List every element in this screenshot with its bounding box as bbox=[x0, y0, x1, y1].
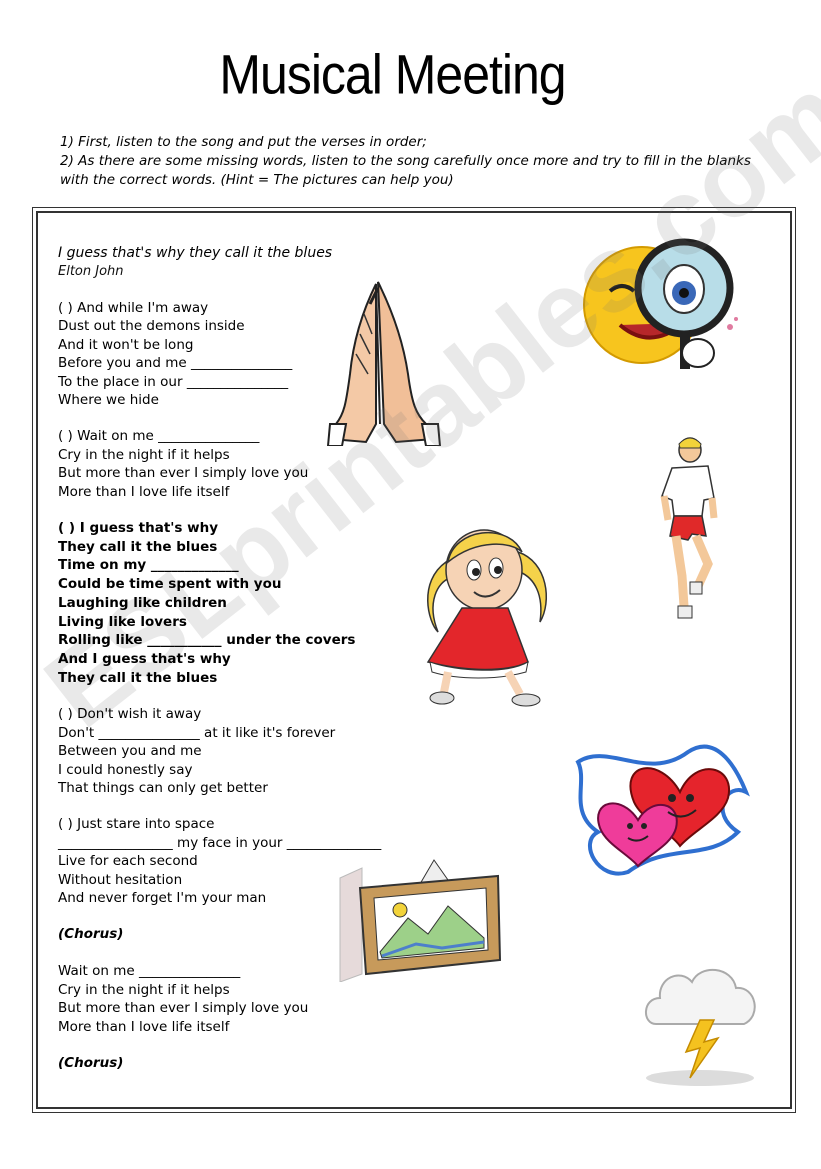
lyric-line: More than I love life itself bbox=[58, 483, 230, 500]
chorus-label: (Chorus) bbox=[58, 1055, 124, 1072]
lyric-line: But more than ever I simply love you bbox=[58, 465, 309, 482]
lyric-line: Cry in the night if it helps bbox=[58, 981, 230, 998]
lyric-line: Between you and me bbox=[58, 743, 202, 760]
worksheet-frame-outer bbox=[32, 207, 796, 1113]
lyric-line: ( ) Just stare into space bbox=[58, 816, 215, 833]
instructions: 1) First, listen to the song and put the… bbox=[60, 133, 780, 190]
lyric-line: They call it the blues bbox=[58, 669, 218, 686]
lyric-line: That things can only get better bbox=[58, 780, 268, 797]
winking-smiley-magnifier-icon bbox=[583, 238, 738, 369]
lyric-line: Don't _______________ at it like it's fo… bbox=[58, 724, 336, 741]
lyric-line: Live for each second bbox=[58, 853, 198, 870]
hearts-in-love-icon bbox=[575, 744, 750, 876]
lyric-line: More than I love life itself bbox=[58, 1018, 230, 1035]
lyric-line: Wait on me _______________ bbox=[58, 963, 241, 980]
girl-in-red-dress-icon bbox=[426, 529, 547, 707]
instruction-1: 1) First, listen to the song and put the… bbox=[60, 134, 427, 150]
lyric-line: ( ) Don't wish it away bbox=[58, 706, 202, 723]
lyric-line: Cry in the night if it helps bbox=[58, 446, 230, 463]
verse: ( ) Just stare into space_______________… bbox=[58, 815, 458, 907]
running-man-icon bbox=[660, 437, 718, 619]
song-title: I guess that's why they call it the blue… bbox=[58, 245, 333, 261]
song-artist: Elton John bbox=[58, 264, 124, 279]
praying-hands-icon bbox=[326, 281, 442, 446]
verse-repeat: Wait on me _______________Cry in the nig… bbox=[58, 962, 458, 1036]
lyric-line: Where we hide bbox=[58, 392, 159, 409]
lyric-line: They call it the blues bbox=[58, 538, 218, 555]
worksheet-frame-inner bbox=[36, 211, 792, 1109]
lyric-line: ( ) Wait on me _______________ bbox=[58, 428, 260, 445]
lyric-line: Dust out the demons inside bbox=[58, 318, 245, 335]
framed-picture-icon bbox=[339, 859, 502, 982]
lyric-line: To the place in our _______________ bbox=[58, 373, 289, 390]
lyric-line: Without hesitation bbox=[58, 871, 183, 888]
instruction-2: 2) As there are some missing words, list… bbox=[60, 153, 751, 188]
lyric-line: _________________ my face in your ______… bbox=[58, 834, 382, 851]
lyric-line: But more than ever I simply love you bbox=[58, 1000, 309, 1017]
lyric-line: ( ) And while I'm away bbox=[58, 300, 209, 316]
storm-cloud-lightning-icon bbox=[645, 968, 756, 1086]
chorus-label: (Chorus) bbox=[58, 926, 124, 943]
lyric-line: And never forget I'm your man bbox=[58, 890, 267, 907]
lyric-line: ( ) I guess that's why bbox=[58, 520, 219, 537]
lyric-line: Laughing like children bbox=[58, 594, 227, 611]
lyric-line: And it won't be long bbox=[58, 336, 194, 353]
lyric-line: Rolling like ___________ under the cover… bbox=[58, 632, 356, 649]
worksheet-title: Musical Meeting bbox=[219, 43, 566, 106]
lyric-line: I could honestly say bbox=[58, 761, 193, 778]
lyric-line: And I guess that's why bbox=[58, 650, 231, 667]
lyric-line: Time on my _____________ bbox=[58, 557, 239, 574]
verse: ( ) Wait on me _______________Cry in the… bbox=[58, 427, 458, 501]
lyric-line: Before you and me _______________ bbox=[58, 355, 293, 372]
lyrics: I guess that's why they call it the blue… bbox=[58, 244, 458, 1091]
lyric-line: Could be time spent with you bbox=[58, 576, 282, 593]
lyric-line: Living like lovers bbox=[58, 613, 187, 630]
